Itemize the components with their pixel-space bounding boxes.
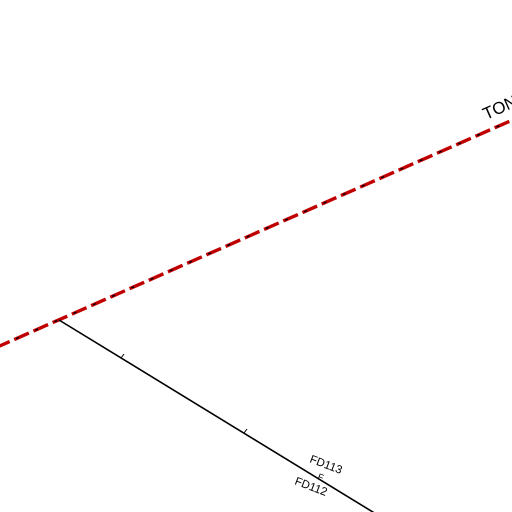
road-line	[0, 118, 512, 348]
road-label: TON	[480, 92, 512, 124]
road-base	[0, 118, 512, 348]
boundary-tick	[243, 428, 248, 434]
fd-label-upper: FD113	[308, 454, 344, 477]
boundary-line	[58, 319, 375, 512]
fd-label-lower: FD112	[293, 476, 329, 499]
boundary-tick	[120, 353, 125, 359]
fd-divider-label: F	[316, 472, 325, 483]
